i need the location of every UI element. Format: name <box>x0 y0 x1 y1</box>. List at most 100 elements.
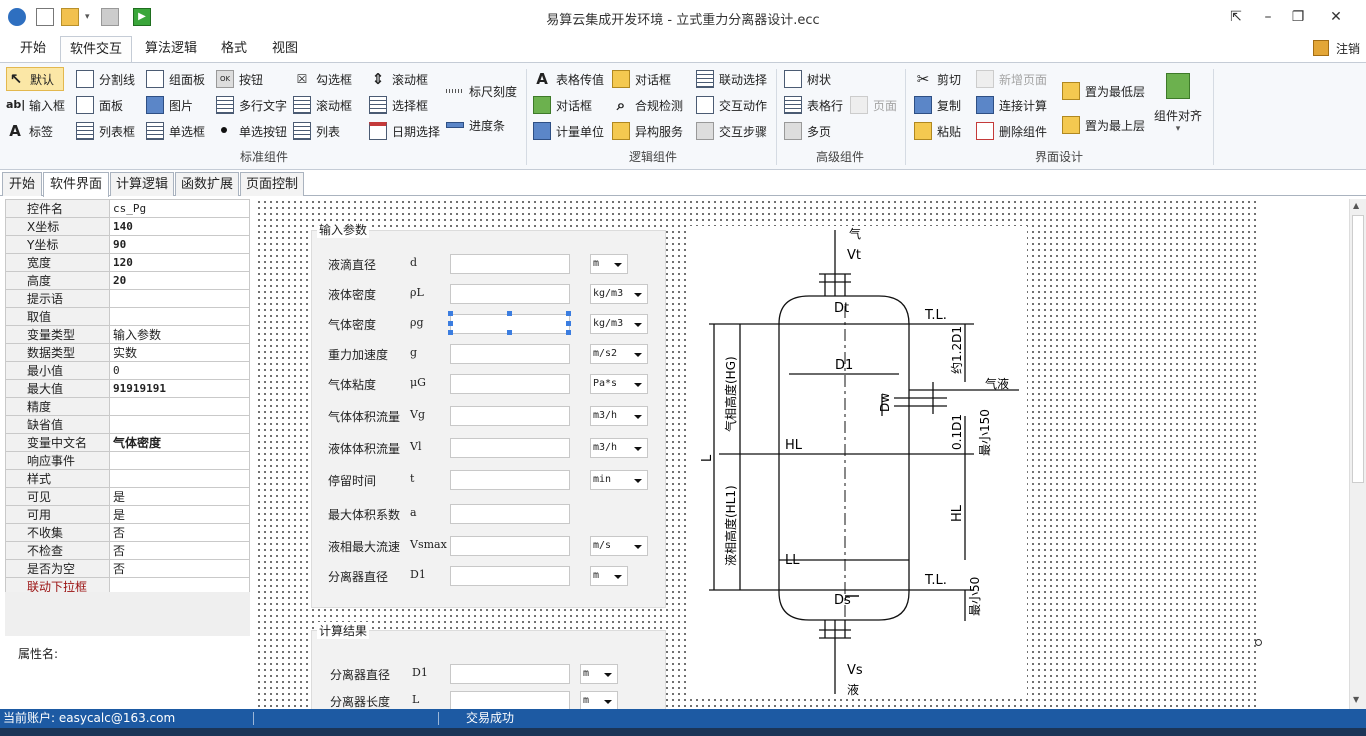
tool-paste[interactable]: 粘贴 <box>914 119 970 143</box>
tool-checkbox[interactable]: ☒勾选框 <box>293 67 359 91</box>
tool-tree[interactable]: 树状 <box>784 67 848 91</box>
logout-link[interactable]: 注销 <box>1336 42 1361 56</box>
tool-linked-select[interactable]: 联动选择 <box>696 67 774 91</box>
tool-scroll-box-2[interactable]: ⇕滚动框 <box>369 67 445 91</box>
value-input[interactable] <box>450 344 570 364</box>
new-file-icon[interactable] <box>36 8 54 26</box>
property-value[interactable] <box>109 397 250 416</box>
tool-hetero-service[interactable]: 异构服务 <box>612 119 688 143</box>
property-row[interactable]: 提示语 <box>5 289 250 308</box>
menu-tab-start[interactable]: 开始 <box>19 41 46 56</box>
property-value[interactable]: 120 <box>109 253 250 272</box>
tool-input-box[interactable]: ab|输入框 <box>6 98 66 113</box>
tool-table-row[interactable]: 表格行 <box>784 93 848 117</box>
tab-software-ui[interactable]: 软件界面 <box>43 172 109 197</box>
property-value[interactable] <box>109 415 250 434</box>
tool-select-box[interactable]: 选择框 <box>369 93 445 117</box>
property-value[interactable]: 0 <box>109 361 250 380</box>
property-row[interactable]: 不收集否 <box>5 523 250 542</box>
property-row[interactable]: 数据类型实数 <box>5 343 250 362</box>
menu-tab-format[interactable]: 格式 <box>220 41 247 56</box>
resize-handle[interactable] <box>566 330 571 335</box>
close-button[interactable]: ✕ <box>1330 9 1342 25</box>
value-input[interactable] <box>450 406 570 426</box>
menu-tab-view[interactable]: 视图 <box>271 41 298 56</box>
tool-group-panel[interactable]: 组面板 <box>146 67 212 91</box>
property-row[interactable]: 可用是 <box>5 505 250 524</box>
property-value[interactable]: 20 <box>109 271 250 290</box>
tool-list[interactable]: 列表 <box>293 119 359 143</box>
scroll-up-icon[interactable]: ▲ <box>1353 201 1360 210</box>
tool-interaction-step[interactable]: 交互步骤 <box>696 119 774 143</box>
tool-scroll-box[interactable]: 滚动框 <box>293 93 359 117</box>
unit-select[interactable]: m/s2 <box>590 344 648 364</box>
tool-default[interactable]: ↖默认 <box>6 67 64 91</box>
property-row[interactable]: 缺省值 <box>5 415 250 434</box>
resize-handle[interactable] <box>448 311 453 316</box>
unit-select[interactable]: min <box>590 470 648 490</box>
tool-divider[interactable]: 分割线 <box>76 67 142 91</box>
property-value[interactable]: 否 <box>109 541 250 560</box>
unit-select[interactable]: m3/h <box>590 406 648 426</box>
tool-unit[interactable]: 计量单位 <box>533 119 609 143</box>
resize-handle[interactable] <box>566 321 571 326</box>
tool-ruler[interactable]: 标尺刻度 <box>446 79 522 103</box>
property-value[interactable] <box>109 451 250 470</box>
property-row[interactable]: 响应事件 <box>5 451 250 470</box>
value-input[interactable] <box>450 470 570 490</box>
tool-progress-bar[interactable]: 进度条 <box>446 113 522 137</box>
resize-handle[interactable] <box>566 311 571 316</box>
canvas-vertical-scrollbar[interactable]: ▲ ▼ <box>1349 199 1366 709</box>
value-input[interactable] <box>450 254 570 274</box>
value-input[interactable] <box>450 536 570 556</box>
property-value[interactable]: 否 <box>109 559 250 578</box>
value-input[interactable] <box>450 504 570 524</box>
tool-panel[interactable]: 面板 <box>76 93 142 117</box>
tool-radio-button[interactable]: 单选按钮 <box>216 119 292 143</box>
property-value[interactable]: 否 <box>109 523 250 542</box>
save-icon[interactable] <box>101 8 119 26</box>
tool-multipage[interactable]: 多页 <box>784 119 848 143</box>
property-value[interactable]: 是 <box>109 505 250 524</box>
open-folder-icon[interactable] <box>61 8 79 26</box>
tool-bring-to-front[interactable]: 置为最上层 <box>1062 113 1148 137</box>
run-icon[interactable]: ▶ <box>133 8 151 26</box>
unit-select[interactable]: kg/m3 <box>590 314 648 334</box>
property-value[interactable]: 90 <box>109 235 250 254</box>
property-value[interactable]: 91919191 <box>109 379 250 398</box>
property-value[interactable]: 输入参数 <box>109 325 250 344</box>
tool-single-select[interactable]: 单选框 <box>146 119 212 143</box>
property-value[interactable]: 是 <box>109 487 250 506</box>
tool-multiline-text[interactable]: 多行文字 <box>216 93 292 117</box>
value-input[interactable] <box>450 438 570 458</box>
value-input[interactable] <box>450 566 570 586</box>
property-row[interactable]: 可见是 <box>5 487 250 506</box>
tool-image[interactable]: 图片 <box>146 93 212 117</box>
tool-send-to-back[interactable]: 置为最低层 <box>1062 79 1148 103</box>
tab-calc-logic[interactable]: 计算逻辑 <box>110 172 174 196</box>
maximize-button[interactable]: ❐ <box>1291 9 1305 25</box>
unit-select[interactable]: kg/m3 <box>590 284 648 304</box>
property-row[interactable]: 取值 <box>5 307 250 326</box>
property-value[interactable] <box>109 289 250 308</box>
resize-handle[interactable] <box>507 311 512 316</box>
resize-handle[interactable] <box>507 330 512 335</box>
unit-select[interactable]: m3/h <box>590 438 648 458</box>
unit-select[interactable]: m <box>590 566 628 586</box>
property-row[interactable]: 不检查否 <box>5 541 250 560</box>
qa-dropdown-icon[interactable]: ▾ <box>85 12 90 22</box>
property-row[interactable]: 联动下拉框 <box>5 577 250 596</box>
property-value[interactable] <box>109 307 250 326</box>
home-icon[interactable] <box>1313 40 1329 56</box>
restore-ribbon-icon[interactable]: ⇱ <box>1230 9 1242 25</box>
tool-date-picker[interactable]: 日期选择 <box>369 119 445 143</box>
scroll-thumb[interactable] <box>1352 215 1364 483</box>
